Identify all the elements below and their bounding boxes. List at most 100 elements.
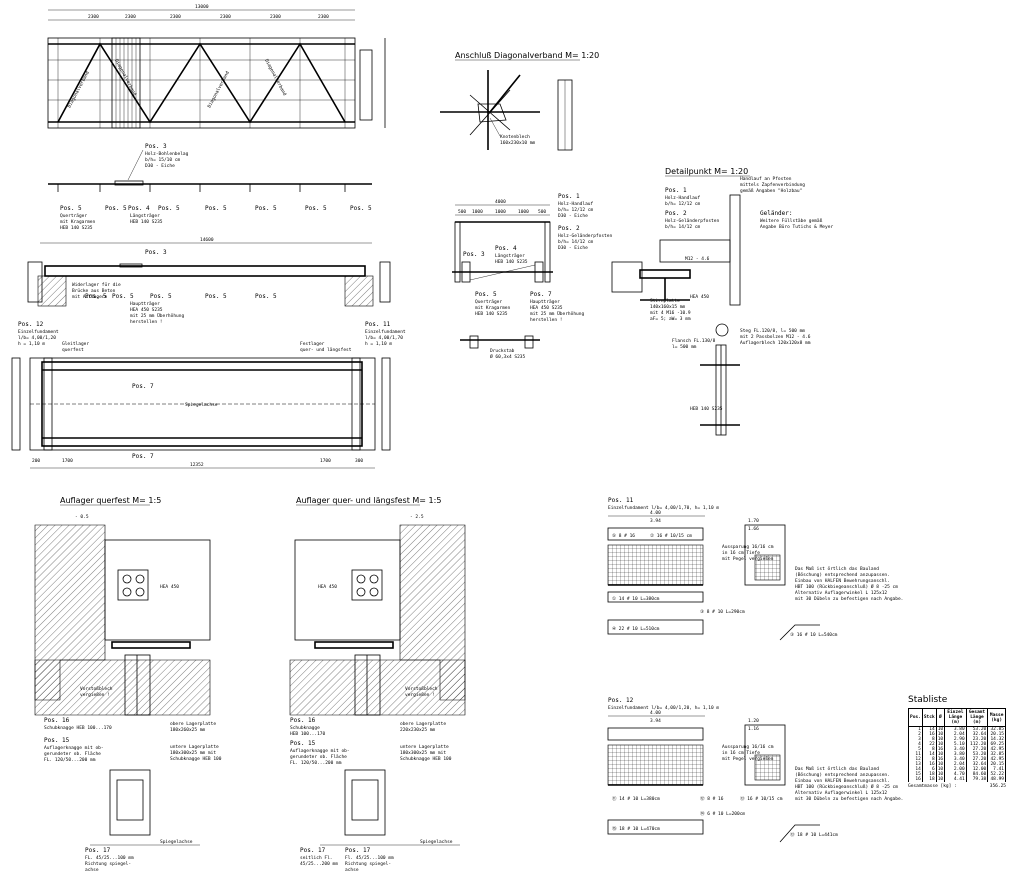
svg-text:Schubknagge HEB 100: Schubknagge HEB 100 — [170, 756, 222, 762]
svg-text:Diagonalverband: Diagonalverband — [66, 70, 91, 109]
svg-text:Spiegelachse: Spiegelachse — [185, 402, 218, 408]
svg-text:Pos. 5: Pos. 5 — [158, 205, 180, 212]
svg-text:Pos. 5: Pos. 5 — [255, 205, 277, 212]
svg-text:HEB 140 S235: HEB 140 S235 — [495, 259, 528, 265]
table-cell: 2.00 — [944, 767, 967, 772]
svg-text:12352: 12352 — [190, 462, 204, 468]
stabliste-title: Stabliste — [908, 695, 948, 705]
svg-text:1700: 1700 — [62, 458, 73, 464]
svg-text:D30 - Eiche: D30 - Eiche — [558, 213, 588, 219]
svg-text:⑪ 14 # 10 L=380cm: ⑪ 14 # 10 L=380cm — [612, 795, 660, 802]
svg-text:in 16 cm Tiefe: in 16 cm Tiefe — [722, 550, 760, 556]
svg-text:Auflagerblech 120x120x8 mm: Auflagerblech 120x120x8 mm — [740, 340, 811, 346]
svg-text:mit Kragarmen: mit Kragarmen — [60, 219, 96, 225]
svg-text:Vorstoßblech: Vorstoßblech — [80, 686, 113, 692]
svg-text:- 2.5: - 2.5 — [410, 514, 424, 520]
svg-text:Aussparung 16/16 cm: Aussparung 16/16 cm — [722, 544, 774, 550]
svg-text:Pos. 7: Pos. 7 — [132, 383, 154, 390]
svg-text:Pos. 5: Pos. 5 — [205, 205, 227, 212]
table-cell: 14.32 — [987, 737, 1006, 742]
svg-text:achse: achse — [345, 867, 359, 873]
svg-text:HBT 100 (Rückbiegeanschluß) Ø: HBT 100 (Rückbiegeanschluß) Ø 8 -25 cm — [795, 583, 898, 590]
table-cell: 2.04 — [944, 732, 967, 737]
table-cell: 10 — [935, 752, 946, 757]
svg-text:Pos. 4: Pos. 4 — [495, 245, 517, 252]
svg-text:Druckstab: Druckstab — [490, 348, 515, 354]
table-cell: 10 — [935, 726, 946, 732]
svg-text:Gleitlager: Gleitlager — [62, 341, 89, 347]
svg-text:Schubknagge HEB 100: Schubknagge HEB 100 — [400, 756, 452, 762]
svg-text:⑬ 16 # 10/15 cm: ⑬ 16 # 10/15 cm — [740, 795, 783, 802]
svg-text:Diagonalverband: Diagonalverband — [263, 58, 288, 97]
svg-text:⑭ 6 # 10 L=200cm: ⑭ 6 # 10 L=200cm — [700, 810, 745, 817]
detail-title: Detailpunkt M= 1:20 — [665, 167, 748, 176]
pos11-foundation: Pos. 11 Einzelfundament l/b= 4,00/1,70, … — [607, 497, 903, 641]
svg-text:Pos. 12: Pos. 12 — [18, 321, 44, 328]
auflager-quer-laengsfest: Auflager quer- und längsfest M= 1:5 - 2.… — [289, 496, 466, 873]
elevation-dim-total: 14600 — [200, 237, 214, 243]
table-cell: 10 — [935, 737, 946, 742]
svg-text:① 14 # 10 L=380cm: ① 14 # 10 L=380cm — [612, 596, 660, 602]
svg-text:Einbau von HALFEN Bewehrungsan: Einbau von HALFEN Bewehrungsanschl. — [795, 778, 890, 784]
svg-text:in 16 cm Tiefe: in 16 cm Tiefe — [722, 750, 760, 756]
svg-text:HEB 140 S235: HEB 140 S235 — [60, 225, 93, 231]
svg-text:Flansch FL.130/8: Flansch FL.130/8 — [672, 338, 716, 344]
svg-text:Längsträger: Längsträger — [130, 213, 160, 219]
svg-text:mit 4 M16 -10.9: mit 4 M16 -10.9 — [650, 310, 691, 316]
svg-text:h = 1,10 m: h = 1,10 m — [18, 341, 45, 347]
svg-text:b/h= 12/12 cm: b/h= 12/12 cm — [558, 207, 594, 213]
table-cell: 18 — [921, 777, 937, 782]
svg-text:Pos. 2: Pos. 2 — [665, 210, 687, 217]
svg-text:mit 30 Dübeln zu befestigen na: mit 30 Dübeln zu befestigen nach Angabe. — [795, 796, 903, 802]
svg-text:⑬ 18 # 10 L=441cm: ⑬ 18 # 10 L=441cm — [790, 831, 838, 838]
svg-text:200: 200 — [32, 458, 40, 464]
svg-text:1.70: 1.70 — [748, 518, 759, 524]
svg-text:Pos. 5: Pos. 5 — [475, 291, 497, 298]
svg-text:Einzelfundament: Einzelfundament — [365, 329, 406, 335]
svg-text:mit 25 mm Überhöhung: mit 25 mm Überhöhung — [130, 312, 184, 319]
svg-text:FL. 120/50...200 mm: FL. 120/50...200 mm — [44, 757, 96, 763]
stabliste-header-row: Pos. Stck Ø Einzel Länge (m) Gesamt Läng… — [908, 708, 1006, 727]
svg-text:180x300x25 mm mit: 180x300x25 mm mit — [170, 750, 216, 756]
svg-text:mit 25 mm Überhöhung: mit 25 mm Überhöhung — [530, 310, 584, 317]
svg-text:Alternativ Auflagerwinkel L 12: Alternativ Auflagerwinkel L 125x12 — [795, 790, 887, 796]
anschluss-title: Anschluß Diagonalverband M= 1:20 — [455, 51, 599, 60]
svg-text:Schubknagge: Schubknagge — [290, 725, 320, 731]
svg-text:Pos. 5: Pos. 5 — [305, 205, 327, 212]
svg-text:untere Lagerplatte: untere Lagerplatte — [400, 744, 449, 750]
svg-text:l/b= 4,00/1,70: l/b= 4,00/1,70 — [365, 335, 403, 341]
svg-text:Handlauf an Pfosten: Handlauf an Pfosten — [740, 176, 792, 182]
svg-text:Stirnplatte: Stirnplatte — [650, 298, 680, 304]
svg-text:Diagonalverband: Diagonalverband — [113, 58, 138, 97]
svg-text:1.20: 1.20 — [748, 718, 759, 724]
table-cell: 16 — [908, 777, 923, 782]
svg-text:l/b= 4,00/1,20: l/b= 4,00/1,20 — [18, 335, 56, 341]
svg-text:300: 300 — [355, 458, 363, 464]
svg-text:180x260x25 mm: 180x260x25 mm — [170, 727, 206, 733]
svg-text:3.94: 3.94 — [650, 518, 661, 524]
cross-section: 4000 500 1000 1000 1000 500 Pos. 1 Holz-… — [452, 193, 612, 360]
diagonal-bracing — [57, 42, 346, 124]
plan-bottom-view: Gleitlager querfest Festlager quer- und … — [11, 341, 391, 469]
table-cell: 10 — [935, 762, 946, 767]
svg-text:FL. 45/25...100 mm: FL. 45/25...100 mm — [85, 855, 134, 861]
svg-text:Holz-Handlauf: Holz-Handlauf — [665, 195, 701, 201]
svg-text:③ 16 # 10 L=540cm: ③ 16 # 10 L=540cm — [790, 632, 838, 638]
svg-text:l= 500 mm: l= 500 mm — [672, 344, 697, 350]
svg-text:mit Pegel vergießen: mit Pegel vergießen — [722, 756, 774, 762]
svg-text:obere Lagerplatte: obere Lagerplatte — [400, 721, 446, 727]
svg-text:Aussparung 16/16 cm: Aussparung 16/16 cm — [722, 744, 774, 750]
svg-text:Einzelfundament l/b= 4,00/1,20: Einzelfundament l/b= 4,00/1,20, h= 1,10 … — [608, 705, 719, 711]
svg-text:Pos. 7: Pos. 7 — [530, 291, 552, 298]
svg-text:220x230x25 mm: 220x230x25 mm — [400, 727, 436, 733]
table-cell: 10 — [935, 772, 946, 777]
svg-text:Spiegelachse: Spiegelachse — [420, 839, 453, 845]
svg-text:Das Maß ist örtlich das Baulan: Das Maß ist örtlich das Bauland — [795, 566, 879, 572]
table-cell: 32.85 — [987, 752, 1006, 757]
svg-text:Weitere Füllstäbe gemäß: Weitere Füllstäbe gemäß — [760, 218, 823, 224]
